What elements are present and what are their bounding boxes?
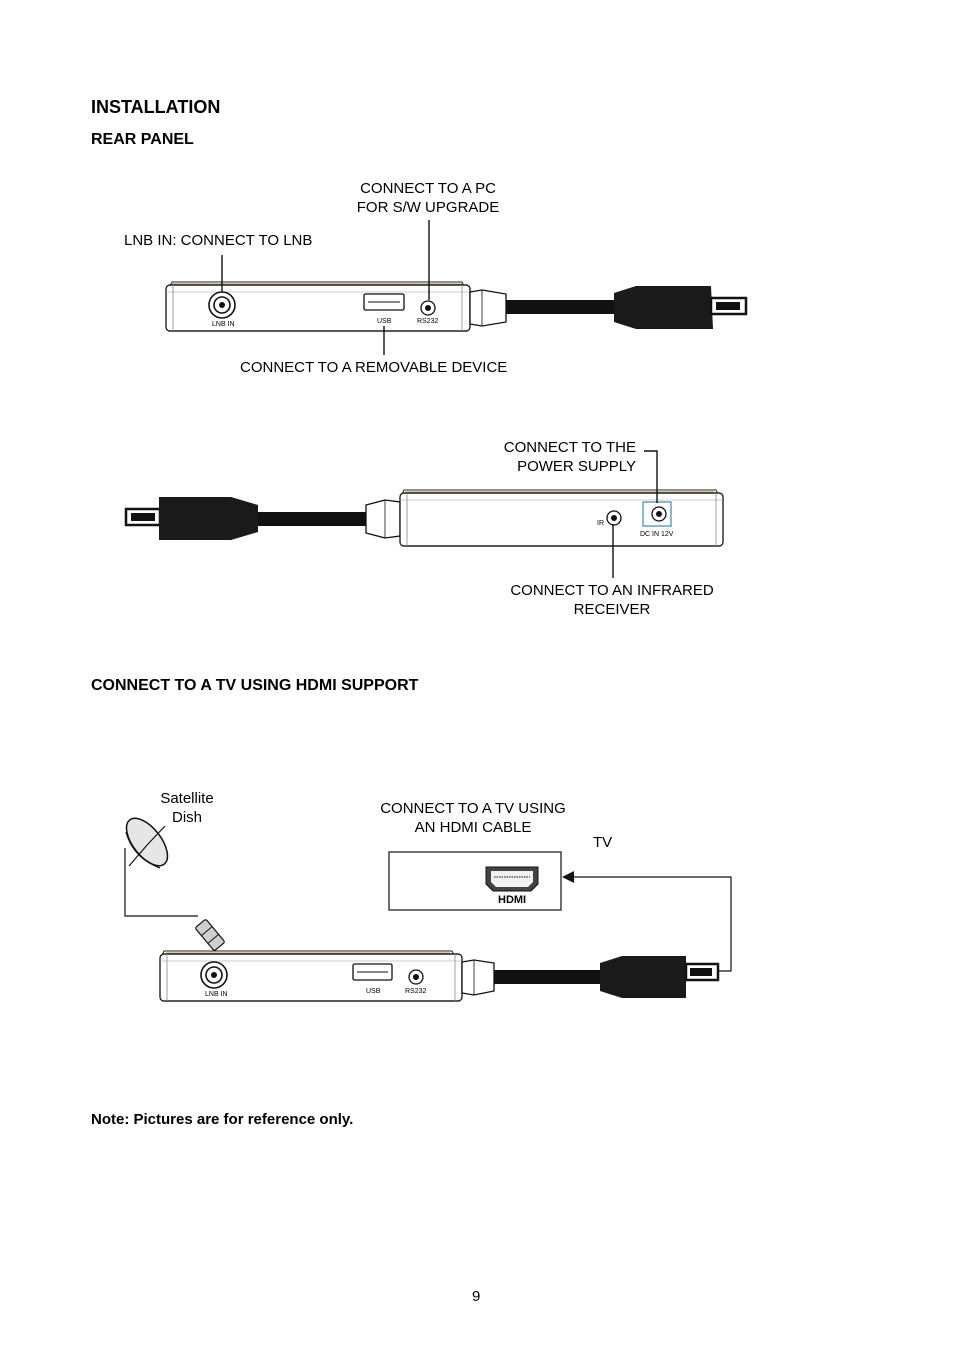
hdmi-section-title: CONNECT TO A TV USING HDMI SUPPORT bbox=[91, 677, 419, 694]
lnb-connector-2 bbox=[200, 961, 228, 989]
receiver-figure-middle: IR DC IN 12V bbox=[124, 450, 724, 578]
power-supply-label-line1: CONNECT TO THE bbox=[503, 439, 636, 456]
usb-port-2 bbox=[352, 963, 393, 981]
hdmi-cable-label: CONNECT TO A TV USING AN HDMI CABLE bbox=[364, 799, 582, 837]
reference-note: Note: Pictures are for reference only. bbox=[91, 1111, 354, 1128]
pc-upgrade-label: CONNECT TO A PC FOR S/W UPGRADE bbox=[340, 179, 516, 217]
infrared-label: CONNECT TO AN INFRARED RECEIVER bbox=[497, 581, 727, 619]
pc-upgrade-label-line1: CONNECT TO A PC bbox=[360, 180, 496, 197]
lnb-label: LNB IN: CONNECT TO LNB bbox=[124, 232, 313, 249]
usb-mark-2: USB bbox=[366, 988, 381, 995]
pc-upgrade-label-line2: FOR S/W UPGRADE bbox=[356, 199, 500, 216]
satellite-dish-label-line1: Satellite bbox=[160, 790, 214, 807]
ir-port bbox=[606, 510, 622, 526]
hdmi-port-mark: HDMI bbox=[498, 894, 526, 906]
satellite-dish-label: Satellite Dish bbox=[142, 789, 232, 827]
lnb-in-mark-2: LNB IN bbox=[205, 991, 228, 998]
rs232-mark: RS232 bbox=[417, 318, 439, 325]
receiver-figure-top: LNB IN USB RS232 bbox=[165, 220, 748, 355]
tv-label: TV bbox=[593, 834, 613, 851]
hdmi-cable-label-line2: AN HDMI CABLE bbox=[414, 819, 532, 836]
hdmi-port-icon bbox=[485, 866, 539, 892]
rs232-port bbox=[420, 300, 436, 316]
usb-port bbox=[363, 293, 405, 311]
infrared-label-line2: RECEIVER bbox=[573, 601, 651, 618]
power-supply-label-line2: POWER SUPPLY bbox=[517, 458, 636, 475]
hdmi-connection-figure: HDMI LNB IN USB RS232 bbox=[124, 817, 732, 1002]
power-supply-label: CONNECT TO THE POWER SUPPLY bbox=[470, 438, 636, 476]
infrared-label-line1: CONNECT TO AN INFRARED bbox=[510, 582, 714, 599]
page-heading: INSTALLATION bbox=[91, 97, 221, 117]
usb-device-label: CONNECT TO A REMOVABLE DEVICE bbox=[240, 359, 508, 376]
usb-mark: USB bbox=[377, 318, 392, 325]
satellite-dish-label-line2: Dish bbox=[171, 809, 202, 826]
dc-in-mark: DC IN 12V bbox=[640, 531, 674, 538]
hdmi-cable-label-line1: CONNECT TO A TV USING bbox=[380, 800, 566, 817]
lnb-connector bbox=[208, 291, 236, 319]
satellite-dish-icon bbox=[125, 817, 169, 869]
dc-in-port bbox=[642, 501, 672, 527]
rs232-port-2 bbox=[408, 969, 424, 985]
lnb-in-mark: LNB IN bbox=[212, 321, 235, 328]
rs232-mark-2: RS232 bbox=[405, 988, 427, 995]
rear-panel-title: REAR PANEL bbox=[91, 131, 194, 148]
page-number: 9 bbox=[472, 1288, 481, 1305]
ir-mark: IR bbox=[597, 520, 604, 527]
arrow-icon bbox=[562, 871, 574, 883]
